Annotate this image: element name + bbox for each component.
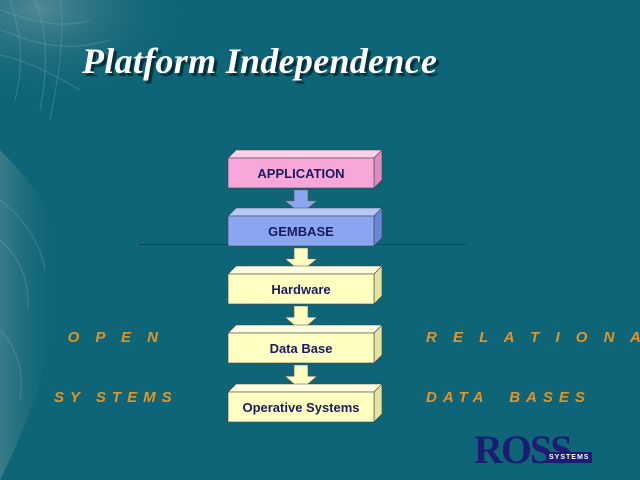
relational-databases-label: R E L A T I O N A L DATA BASES [426,288,640,428]
layer-label: GEMBASE [268,223,334,239]
layer-label: Operative Systems [242,399,360,415]
layer-box-shape [227,324,383,364]
down-arrow-icon [284,248,318,272]
layer-box: Hardware [227,265,388,305]
open-systems-line-2: SY STEMS [54,389,178,406]
layer-box-shape [227,383,383,423]
layer-label: Hardware [271,281,331,297]
down-arrow-icon [284,190,318,214]
open-systems-line-1: O P E N [67,329,165,346]
layer-label: APPLICATION [257,165,345,181]
down-arrow-icon [284,365,318,390]
layer-box-shape [227,265,383,305]
logo-sub-text: SYSTEMS [546,452,593,463]
layer-label: Data Base [269,340,333,356]
slide-title: Platform Independence [82,41,438,81]
layer-box-shape [227,207,383,247]
down-arrow-icon [284,306,318,331]
layer-box: Operative Systems [227,383,388,423]
layer-box: Data Base [227,324,388,364]
open-systems-label: O P E N SY STEMS [54,288,178,428]
layer-box: GEMBASE [227,207,388,247]
layer-box-shape [227,149,383,189]
relational-line-1: R E L A T I O N A L [426,329,640,346]
layer-box: APPLICATION [227,149,388,189]
relational-line-2: DATA BASES [426,389,591,406]
ross-systems-logo: ROSS SYSTEMS [474,430,604,470]
logo-main-text: ROSS [474,427,572,472]
